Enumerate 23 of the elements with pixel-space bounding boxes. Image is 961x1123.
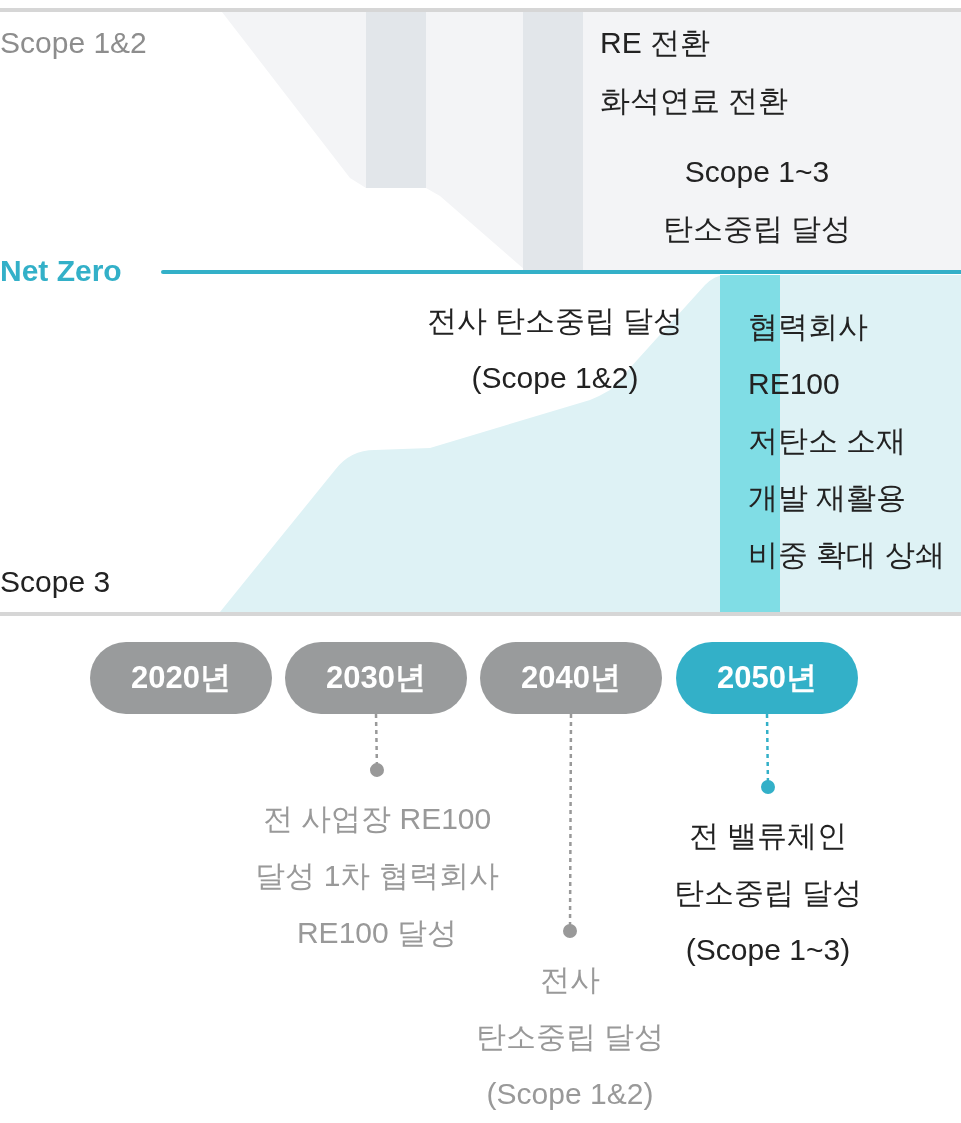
band-text: 비중 확대 상쇄 <box>748 537 945 573</box>
band-text: 협력회사 <box>748 309 868 345</box>
year-pill: 2020년 <box>90 642 272 714</box>
scope-label: Scope 3 <box>0 564 111 600</box>
year-pill: 2040년 <box>480 642 662 714</box>
band-text: 저탄소 소재 <box>748 423 907 459</box>
scope-label: Scope 1&2 <box>0 25 147 61</box>
net-zero-label: Net Zero <box>0 253 122 289</box>
milestone-text: 전사 <box>539 962 601 998</box>
band-text: RE100 <box>748 366 840 402</box>
band-text: Scope 1~3 탄소중립 달성 <box>661 154 853 247</box>
year-pill: 2030년 <box>285 642 467 714</box>
milestone-text: 전 사업장 RE100 달성 1차 협력회사 RE100 달성 <box>254 801 500 951</box>
milestone-text: 탄소중립 달성 (Scope 1&2) <box>474 1019 666 1112</box>
leader-line <box>563 714 577 938</box>
milestone-text: 전 밸류체인 탄소중립 달성 (Scope 1~3) <box>672 818 864 968</box>
leader-line <box>370 713 384 777</box>
year-pill: 2050년 <box>676 642 858 714</box>
leader-line <box>761 714 775 794</box>
band-text: 전사 탄소중립 달성 (Scope 1&2) <box>425 303 685 396</box>
band-text: 개발 재활용 <box>748 480 907 516</box>
band-text: 화석연료 전환 <box>600 83 789 119</box>
band-text: RE 전환 <box>600 25 710 61</box>
